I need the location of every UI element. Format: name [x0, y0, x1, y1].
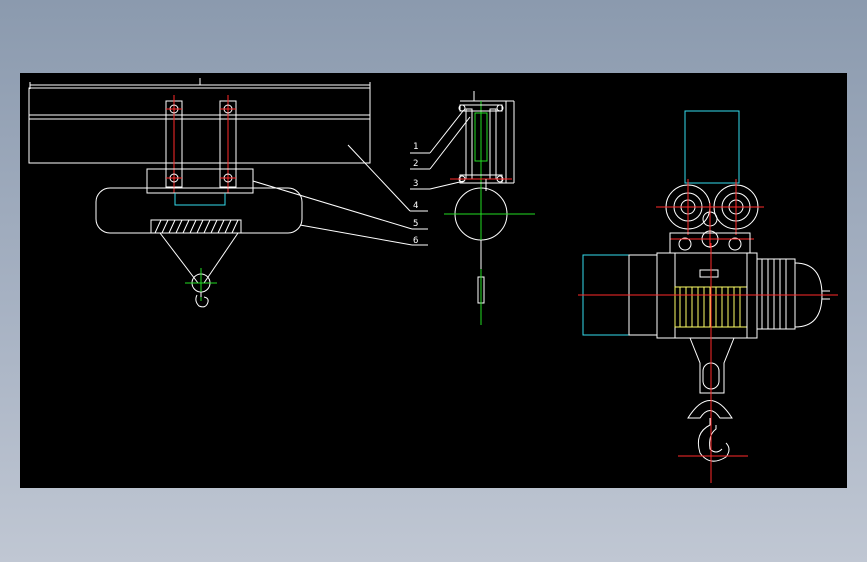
- trolley-side-plates: [165, 95, 237, 193]
- callout-3: 3: [413, 179, 418, 189]
- front-leaders: [252, 144, 428, 246]
- rope-drum: [150, 219, 242, 234]
- end-view: [578, 110, 838, 483]
- callout-labels: 1 2 3 4 5 6: [413, 142, 418, 246]
- hoist-drawing: 1 2 3 4 5 6: [28, 78, 838, 483]
- hoist-body: [95, 187, 303, 234]
- callout-6: 6: [413, 236, 418, 246]
- side-view: [410, 91, 535, 325]
- guide-wheels: [670, 230, 754, 251]
- i-beam-rail: [28, 87, 371, 164]
- cad-drawing-canvas[interactable]: 1 2 3 4 5 6: [20, 73, 847, 488]
- callout-2: 2: [413, 159, 418, 169]
- front-view: [28, 78, 428, 308]
- rail-section: [684, 110, 740, 184]
- trolley-connector: [174, 193, 226, 206]
- callout-4: 4: [413, 201, 418, 211]
- front-hook-assembly: [159, 232, 239, 308]
- trolley-frame: [146, 168, 254, 194]
- end-hook-block: [678, 243, 748, 483]
- trolley-wheels: [656, 179, 764, 248]
- callout-5: 5: [413, 219, 418, 229]
- callout-1: 1: [413, 142, 418, 152]
- side-leaders: [410, 110, 471, 190]
